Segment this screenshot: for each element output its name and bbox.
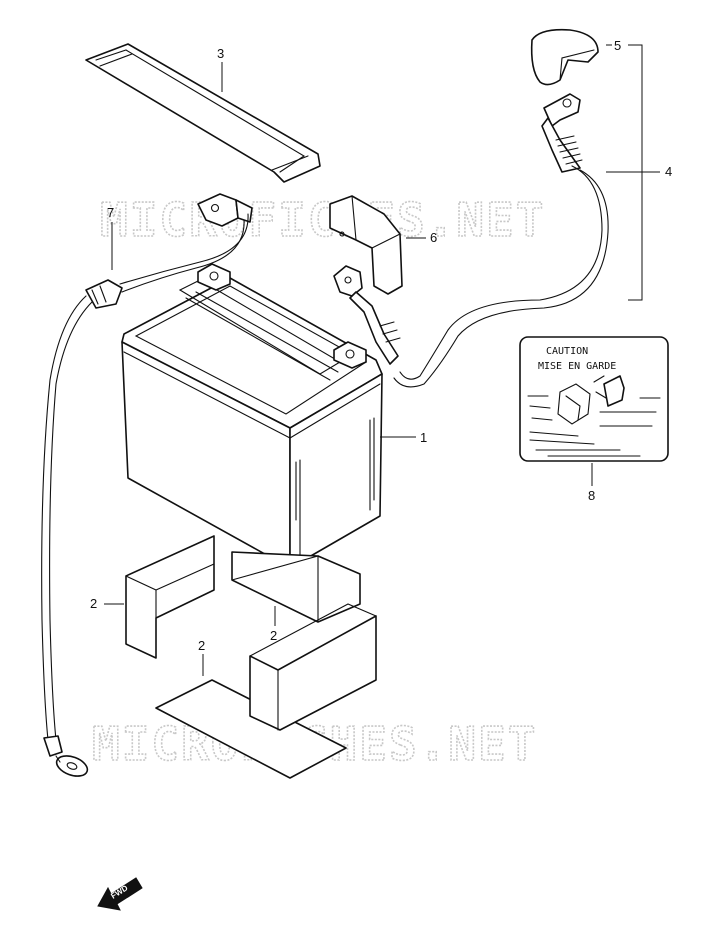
positive-lead-wire[interactable] xyxy=(393,93,609,388)
battery-strap[interactable] xyxy=(85,43,321,183)
battery-tray-middle[interactable] xyxy=(231,551,361,623)
battery-tray-bottom[interactable] xyxy=(155,603,377,779)
battery-tray-left[interactable] xyxy=(125,535,215,659)
positive-terminal-cap[interactable] xyxy=(530,28,599,86)
callout-8: 8 xyxy=(588,488,595,503)
callout-7: 7 xyxy=(107,205,114,220)
callout-2-left: 2 xyxy=(90,596,97,611)
callout-4: 4 xyxy=(665,164,672,179)
caution-label-line1: CAUTION xyxy=(546,346,588,357)
group-bracket-4-5 xyxy=(606,44,660,301)
callout-3: 3 xyxy=(217,46,224,61)
negative-lead-wire[interactable] xyxy=(41,193,253,780)
callout-6: 6 xyxy=(430,230,437,245)
caution-label[interactable]: CAUTION MISE EN GARDE xyxy=(519,336,669,462)
leader-lines xyxy=(104,62,593,676)
watermark-top: MICROFICHES.NET xyxy=(100,193,545,247)
callout-1: 1 xyxy=(420,430,427,445)
callout-2-middle: 2 xyxy=(270,628,277,643)
forward-arrow-icon: FWD xyxy=(97,877,143,911)
battery[interactable] xyxy=(121,263,383,569)
caution-label-line2: MISE EN GARDE xyxy=(538,361,616,372)
callout-numbers: 3 7 6 5 4 1 8 2 2 2 xyxy=(90,38,672,653)
positive-terminal-end xyxy=(333,265,401,365)
callout-5: 5 xyxy=(614,38,621,53)
caution-label-illustration xyxy=(527,375,661,457)
callout-2-bottom: 2 xyxy=(198,638,205,653)
terminal-cover[interactable] xyxy=(329,195,403,295)
